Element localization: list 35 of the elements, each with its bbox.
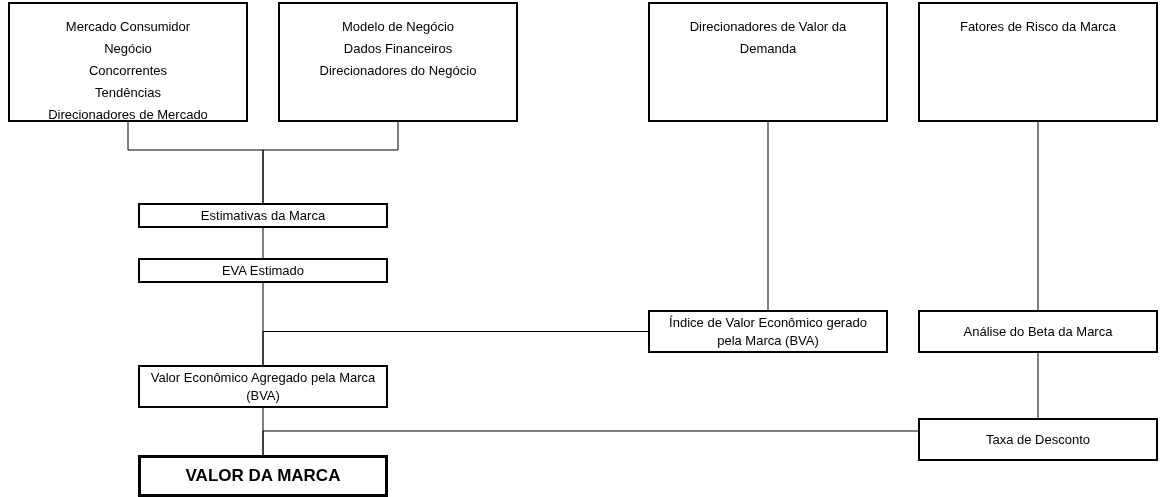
process-box [138, 258, 388, 283]
connector-line [262, 227, 264, 259]
connector-line [1037, 352, 1039, 419]
connector-line [767, 121, 769, 311]
process-box [278, 2, 518, 122]
process-box [648, 310, 888, 353]
box-text: Direcionadores de Valor da Demanda [688, 18, 848, 58]
box-text: Direcionadores de Mercado [48, 106, 208, 124]
process-box [138, 455, 388, 497]
connector-line [1037, 121, 1039, 311]
box-text: Direcionadores do Negócio [319, 62, 477, 80]
process-box [138, 365, 388, 408]
box-text: Estimativas da Marca [200, 206, 326, 225]
process-box [918, 418, 1158, 461]
box-text: Tendências [95, 84, 161, 102]
box-text: Negócio [104, 40, 152, 58]
process-box [648, 2, 888, 122]
box-text: Mercado Consumidor [65, 18, 191, 36]
box-text: Modelo de Negócio [342, 18, 454, 36]
box-text: Fatores de Risco da Marca [959, 18, 1117, 36]
connector-line [262, 331, 649, 366]
connector-line [262, 121, 399, 204]
process-box [138, 203, 388, 228]
box-text: EVA Estimado [221, 261, 305, 280]
box-text: Concorrentes [88, 62, 167, 80]
box-text: Taxa de Desconto [985, 430, 1091, 449]
box-text: Análise do Beta da Marca [963, 322, 1113, 341]
process-box [918, 310, 1158, 353]
box-text: Dados Financeiros [343, 40, 453, 58]
box-text: VALOR DA MARCA [185, 467, 341, 485]
box-text: Valor Econômico Agregado pela Marca (BVA) [149, 368, 377, 405]
box-text: Índice de Valor Econômico gerado pela Marca (BVA) [668, 313, 868, 350]
process-box [918, 2, 1158, 122]
connector-line [262, 430, 919, 456]
process-box [8, 2, 248, 122]
